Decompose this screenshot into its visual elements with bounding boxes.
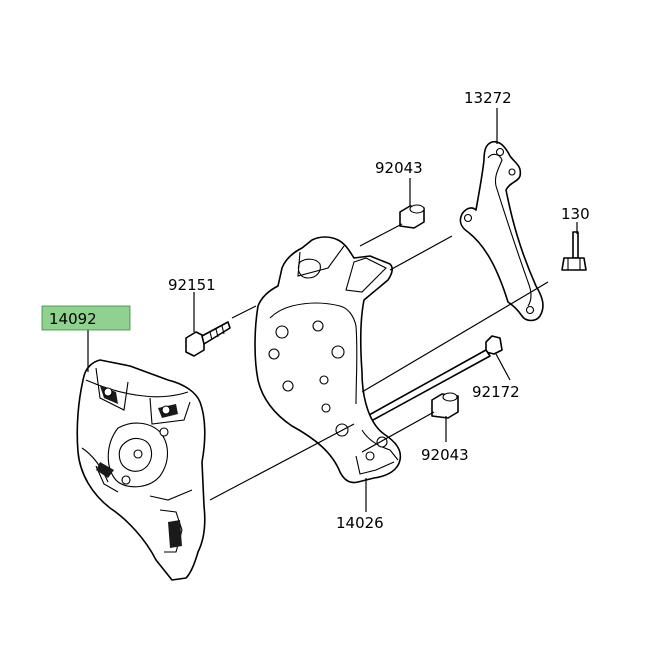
label-14092: 14092 [49, 310, 97, 328]
bolt-130[interactable] [561, 231, 587, 271]
label-92151: 92151 [168, 276, 216, 294]
cover-14092[interactable] [76, 359, 206, 581]
collar-92043-top[interactable] [399, 204, 425, 229]
bracket-14026[interactable] [254, 236, 402, 484]
label-92043-bottom: 92043 [421, 446, 469, 464]
label-92172: 92172 [472, 383, 520, 401]
bolt-92151[interactable] [185, 321, 231, 357]
label-92043-top: 92043 [375, 159, 423, 177]
leader-92172 [495, 353, 511, 381]
label-14026: 14026 [336, 514, 384, 532]
gasket-13272[interactable] [459, 140, 544, 322]
assembly-lines [209, 223, 549, 501]
collar-92043-bottom[interactable] [431, 392, 459, 419]
label-14092-highlight[interactable]: 14092 [41, 305, 131, 331]
label-13272: 13272 [464, 89, 512, 107]
label-130: 130 [561, 205, 590, 223]
